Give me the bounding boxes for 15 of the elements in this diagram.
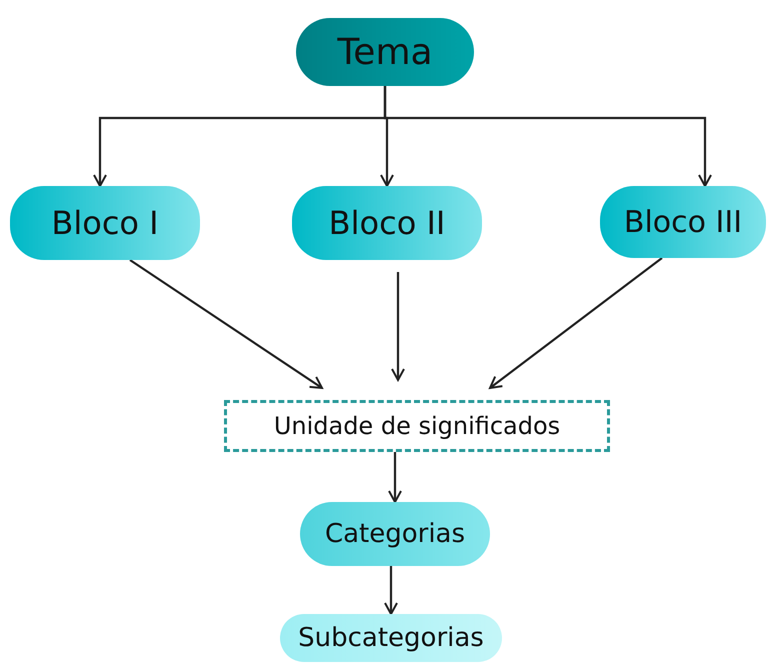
arrow [388, 452, 402, 503]
arrow [384, 566, 398, 615]
node-label: Bloco I [51, 204, 159, 242]
node-label: Tema [337, 32, 433, 72]
arrow [384, 86, 712, 187]
node-label: Categorias [324, 519, 466, 549]
node-label: Bloco II [328, 204, 446, 242]
dashed-box [224, 400, 610, 452]
node-label: Subcategorias [298, 623, 484, 653]
node-label: Bloco III [624, 204, 742, 240]
node-label: Unidade de significados [274, 412, 560, 440]
rounded-box [280, 614, 502, 662]
arrow [391, 272, 405, 381]
arrow [489, 257, 663, 389]
arrow [129, 259, 323, 389]
